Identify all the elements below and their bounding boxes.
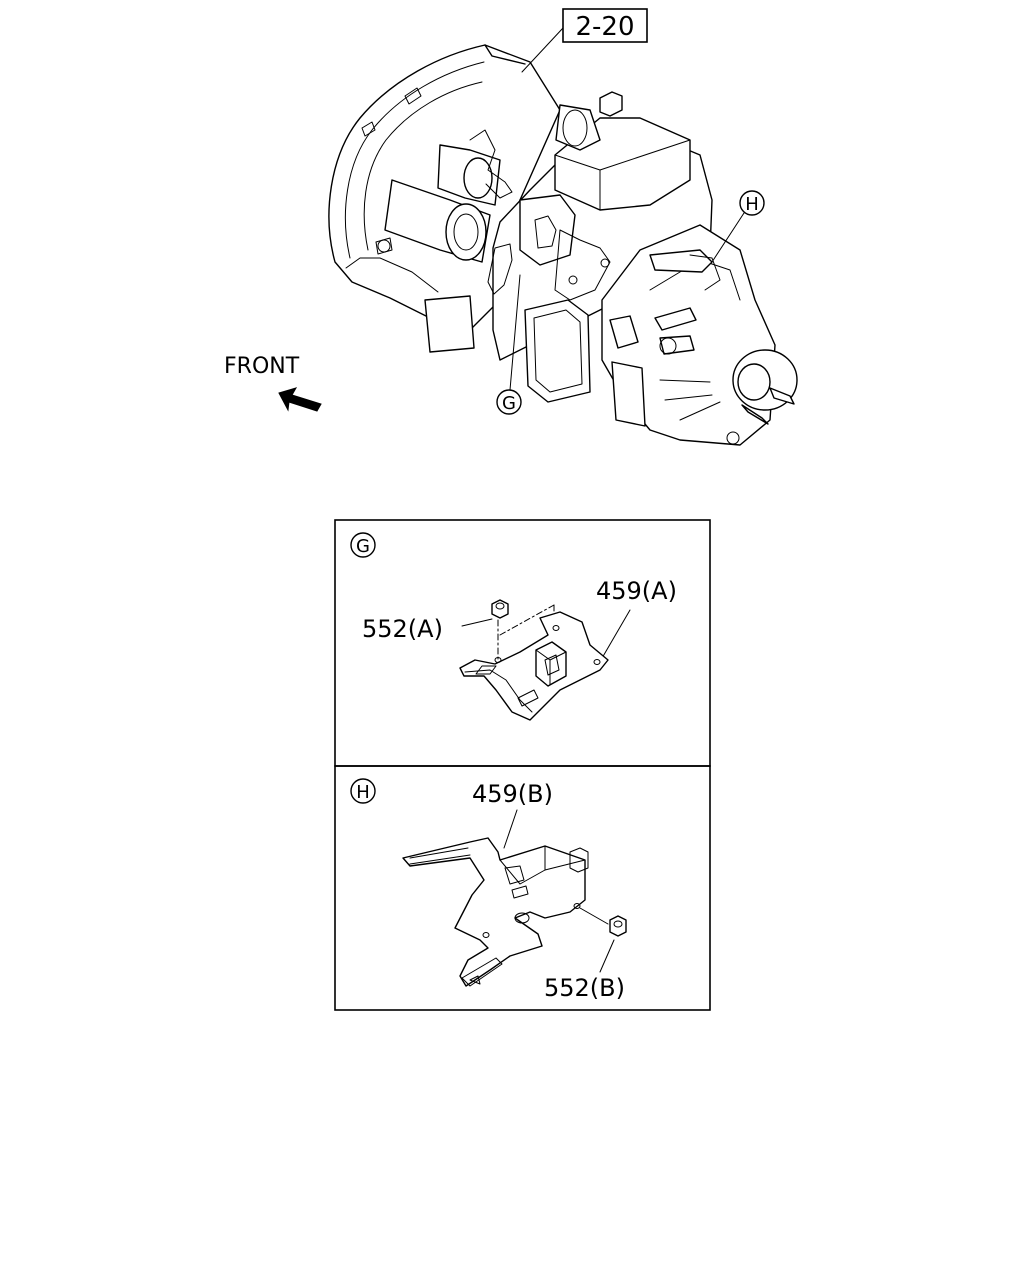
part-label-552b: 552(B): [544, 974, 625, 1002]
panel-g-symbol: G: [356, 536, 370, 557]
transmission-illustration: [328, 44, 798, 446]
front-indicator: FRONT: [224, 354, 322, 412]
part-label-552a: 552(A): [362, 615, 443, 643]
bracket-459a: [459, 611, 609, 721]
detail-panel-h: H 459(B) 552(B): [334, 765, 711, 1011]
reference-label: 2-20: [575, 12, 634, 42]
part-label-459a: 459(A): [596, 577, 677, 605]
panel-h-symbol: H: [356, 782, 370, 803]
nut-552b-icon: [609, 915, 627, 937]
reference-label-box: 2-20: [521, 8, 648, 73]
callout-g-symbol: G: [502, 393, 516, 414]
callout-h: H: [711, 190, 765, 263]
bracket-459b: [402, 837, 589, 987]
front-label: FRONT: [224, 354, 300, 379]
callout-g: G: [496, 274, 522, 415]
part-label-459b: 459(B): [472, 780, 553, 808]
nut-552a-icon: [491, 599, 509, 619]
callout-h-symbol: H: [745, 194, 759, 215]
detail-panel-g: G 459(A) 552(A): [334, 519, 711, 767]
front-arrow-icon: [278, 387, 322, 412]
